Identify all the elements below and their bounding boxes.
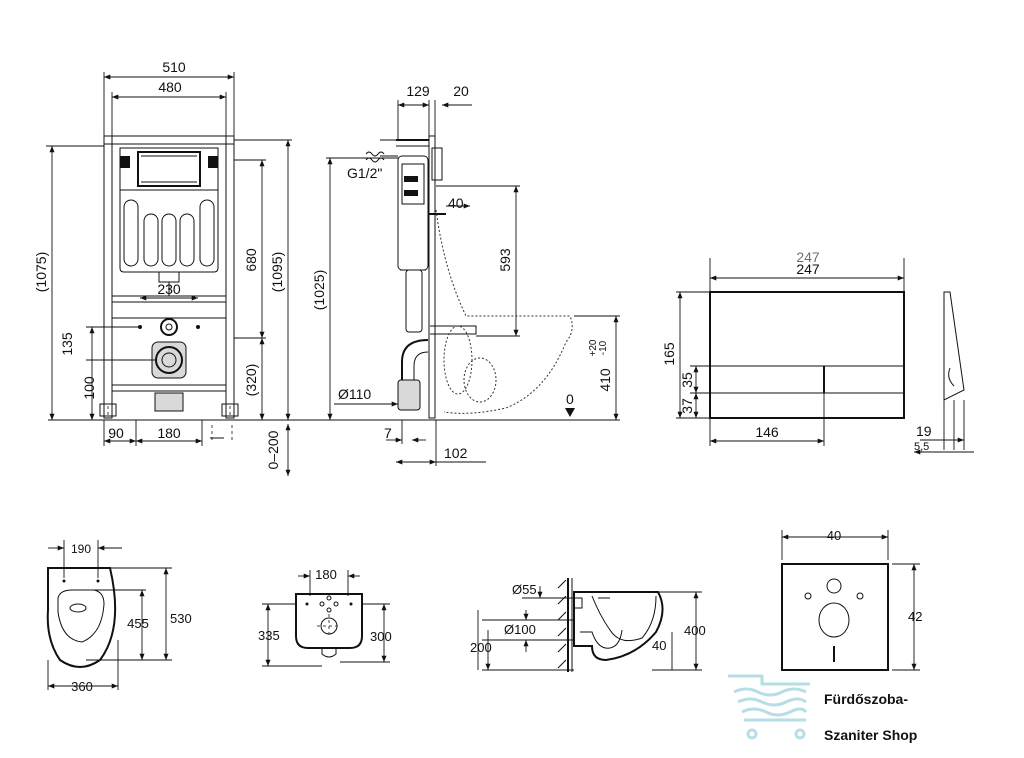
pan-back-labels: 180 335 300 — [258, 567, 392, 644]
dim-37: 37 — [679, 398, 695, 414]
dim-593: 593 — [497, 248, 513, 272]
flush-plate-dimensions — [676, 258, 974, 455]
dim-190: 190 — [71, 542, 91, 556]
dim-146: 146 — [755, 424, 779, 440]
dim-410: 410 — [597, 368, 613, 392]
watermark-line1: Fürdőszoba- — [824, 691, 908, 707]
shop-watermark: Fürdőszoba- Szaniter Shop — [728, 674, 917, 743]
dim-680: 680 — [243, 248, 259, 272]
dim-1075: (1075) — [33, 252, 49, 292]
frame-front-dimensions — [46, 72, 292, 476]
dim-template-40: 40 — [827, 528, 841, 543]
mounting-template-labels: 40 42 — [827, 528, 923, 624]
dim-300: 300 — [370, 629, 392, 644]
dim-335: 335 — [258, 628, 280, 643]
dim-0-200: 0–200 — [265, 430, 281, 469]
watermark-line2: Szaniter Shop — [824, 727, 917, 743]
dim-19: 19 — [916, 423, 932, 439]
bathtub-icon — [728, 674, 810, 740]
mounting-template — [781, 563, 889, 671]
dim-template-42: 42 — [908, 609, 922, 624]
dim-40-pan: 40 — [652, 638, 666, 653]
thread-label: G1/2" — [347, 165, 382, 181]
dim-510: 510 — [162, 59, 186, 75]
dim-100-outlet: Ø100 — [504, 622, 536, 637]
pan-side-dimensions — [477, 586, 702, 671]
pan-side-view — [557, 578, 664, 672]
pan-back-dimensions — [262, 570, 390, 667]
dim-165: 165 — [661, 342, 677, 366]
dim-530: 530 — [170, 611, 192, 626]
floor-zero: 0 — [566, 391, 574, 407]
mounting-template-dimensions — [781, 530, 920, 671]
frame-side-dimensions — [326, 100, 620, 466]
dim-230: 230 — [157, 281, 181, 297]
dim-102: 102 — [444, 445, 468, 461]
dim-200: 200 — [470, 640, 492, 655]
dim-135: 135 — [59, 332, 75, 356]
dim-100: 100 — [81, 376, 97, 400]
dim-180: 180 — [157, 425, 181, 441]
dim-480: 480 — [158, 79, 182, 95]
pan-top-view — [46, 567, 117, 668]
pan-top-dimensions — [47, 540, 172, 690]
dim-247-strike: 247 — [796, 249, 820, 265]
frame-side-view — [365, 135, 575, 419]
pan-side-labels: Ø55 Ø100 200 400 40 — [470, 582, 706, 655]
dim-455: 455 — [127, 616, 149, 631]
dim-360: 360 — [71, 679, 93, 694]
dim-1095: (1095) — [269, 252, 285, 292]
dim-5-5: 5,5 — [914, 441, 929, 453]
dim-1025: (1025) — [311, 270, 327, 310]
dim-180-back: 180 — [315, 567, 337, 582]
frame-side-labels: 129 20 G1/2" 40 593 (1025) Ø110 0 410 +2… — [311, 83, 613, 461]
dim-90: 90 — [108, 425, 124, 441]
flush-plate — [709, 291, 965, 450]
frame-front-view — [99, 135, 239, 440]
pan-back-view — [295, 593, 363, 658]
dim-410-minus: -10 — [598, 340, 609, 355]
dim-247: 247 — [796, 261, 820, 277]
dim-320: (320) — [243, 364, 259, 397]
dim-40-bracket: 40 — [448, 195, 464, 211]
dim-410-plus: +20 — [588, 339, 599, 356]
dim-129: 129 — [406, 83, 430, 99]
dim-55: Ø55 — [512, 582, 537, 597]
frame-front-labels: 510 480 (1075) 680 (1095) 230 135 100 (3… — [33, 59, 285, 469]
dim-7: 7 — [384, 425, 392, 441]
dim-400: 400 — [684, 623, 706, 638]
dim-20: 20 — [453, 83, 469, 99]
pan-top-labels: 190 455 530 360 — [71, 542, 192, 694]
dim-35: 35 — [679, 372, 695, 388]
flush-plate-labels: 247 247 165 35 37 146 19 5,5 — [661, 249, 932, 453]
dim-pipe-110: Ø110 — [338, 386, 371, 402]
